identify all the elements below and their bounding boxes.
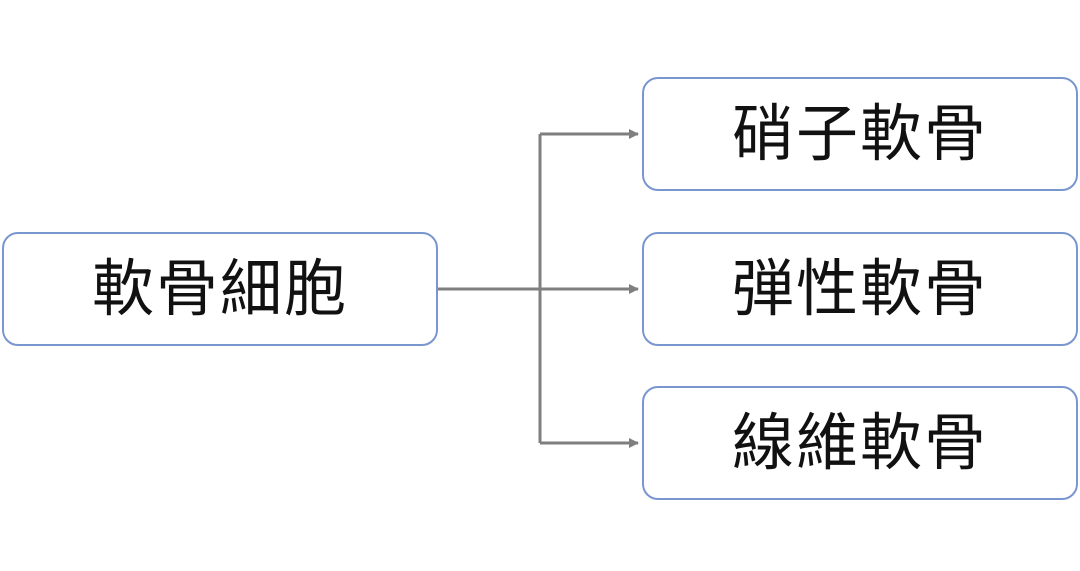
- node-chondrocyte: 軟骨細胞: [2, 232, 438, 346]
- node-label: 弾性軟骨: [731, 252, 988, 325]
- node-label: 軟骨細胞: [91, 252, 348, 325]
- node-elastic-cartilage: 弾性軟骨: [642, 232, 1078, 346]
- node-label: 線維軟骨: [731, 406, 988, 479]
- node-label: 硝子軟骨: [731, 97, 988, 170]
- node-fibrocartilage: 線維軟骨: [642, 386, 1078, 500]
- node-hyaline-cartilage: 硝子軟骨: [642, 77, 1078, 191]
